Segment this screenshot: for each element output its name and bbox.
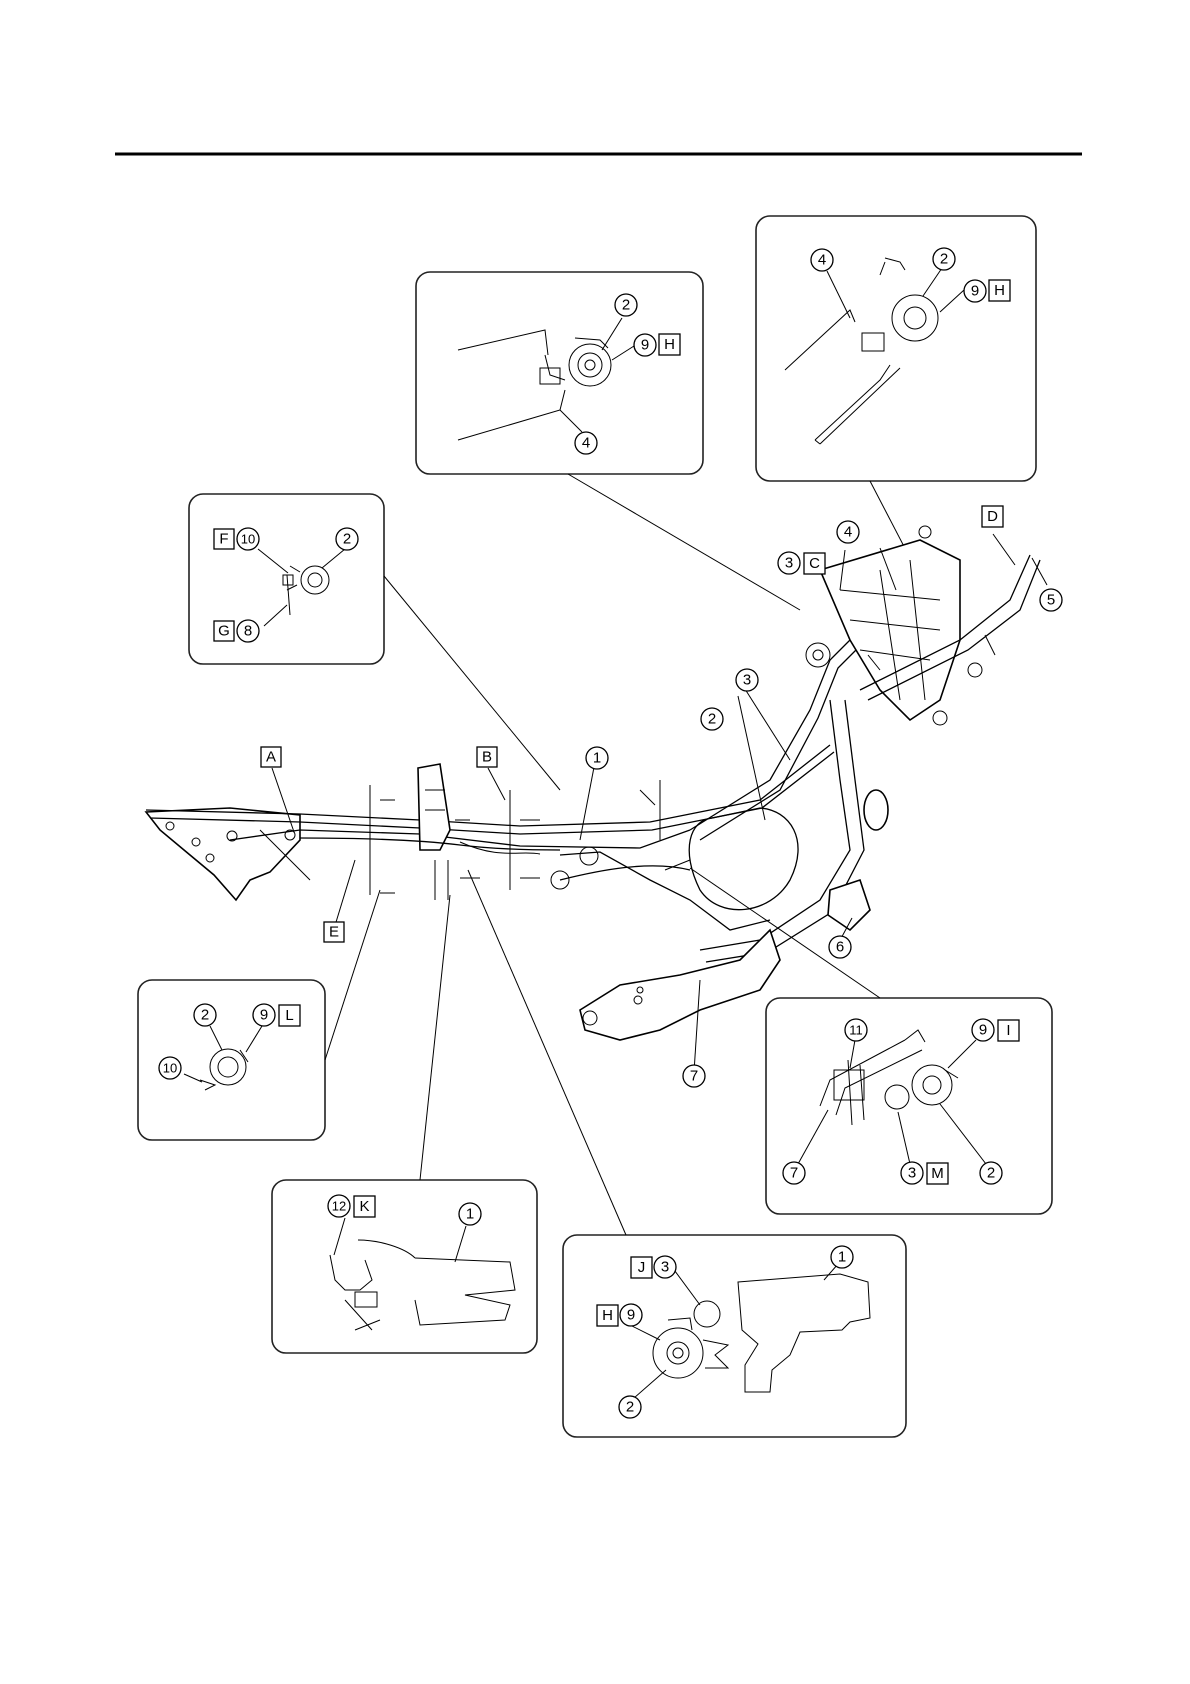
svg-text:I: I [1006, 1022, 1010, 1039]
detail-panel-top-right [756, 216, 1036, 481]
svg-text:4: 4 [844, 524, 852, 541]
label-M: M [927, 1163, 948, 1184]
label-J: J [631, 1257, 652, 1278]
label-F: F [214, 529, 234, 549]
svg-text:3: 3 [785, 555, 793, 572]
svg-text:2: 2 [626, 1399, 634, 1416]
callout-5: 5 [1040, 589, 1062, 611]
callout-4: 4 [837, 521, 859, 543]
label-G: G [214, 621, 234, 641]
callout-7: 7 [683, 1065, 705, 1087]
callout-9: 9 [253, 1004, 275, 1026]
svg-text:2: 2 [987, 1165, 995, 1182]
callout-3: 3 [654, 1256, 676, 1278]
svg-text:2: 2 [708, 711, 716, 728]
callout-3: 3 [778, 552, 800, 574]
callout-2: 2 [701, 708, 723, 730]
svg-text:7: 7 [790, 1165, 798, 1182]
callout-4: 4 [575, 432, 597, 454]
svg-text:G: G [218, 623, 230, 640]
callout-8: 8 [237, 620, 259, 642]
callout-2: 2 [933, 248, 955, 270]
svg-text:A: A [266, 749, 276, 766]
callout-3: 3 [736, 669, 758, 691]
callout-2: 2 [194, 1004, 216, 1026]
svg-text:H: H [994, 282, 1005, 299]
callout-9: 9 [972, 1019, 994, 1041]
callout-7: 7 [783, 1162, 805, 1184]
svg-text:5: 5 [1047, 592, 1055, 609]
callout-3: 3 [901, 1162, 923, 1184]
svg-text:3: 3 [908, 1165, 916, 1182]
svg-text:10: 10 [163, 1061, 177, 1076]
label-L: L [279, 1005, 300, 1026]
callout-2: 2 [336, 528, 358, 550]
svg-text:J: J [638, 1259, 646, 1276]
label-A: A [261, 747, 281, 767]
svg-text:F: F [219, 531, 228, 548]
label-E: E [324, 922, 344, 942]
svg-text:9: 9 [971, 283, 979, 300]
callout-10: 10 [159, 1057, 181, 1079]
svg-text:2: 2 [343, 531, 351, 548]
svg-text:3: 3 [661, 1259, 669, 1276]
callout-9: 9 [634, 334, 656, 356]
detail-panel-bottom-center [563, 1235, 906, 1437]
svg-text:L: L [285, 1007, 293, 1024]
callout-12: 12 [328, 1195, 350, 1217]
svg-text:9: 9 [627, 1307, 635, 1324]
callout-1: 1 [586, 747, 608, 769]
label-H: H [989, 280, 1010, 301]
label-K: K [354, 1196, 375, 1217]
svg-text:1: 1 [466, 1206, 474, 1223]
callout-6: 6 [829, 936, 851, 958]
svg-text:4: 4 [818, 252, 826, 269]
svg-text:D: D [987, 508, 998, 525]
svg-text:3: 3 [743, 672, 751, 689]
svg-text:B: B [482, 749, 492, 766]
svg-text:8: 8 [244, 623, 252, 640]
svg-text:H: H [602, 1307, 613, 1324]
label-I: I [998, 1020, 1019, 1041]
svg-text:1: 1 [838, 1249, 846, 1266]
svg-text:7: 7 [690, 1068, 698, 1085]
svg-text:M: M [931, 1165, 944, 1182]
callout-1: 1 [831, 1246, 853, 1268]
svg-text:H: H [664, 336, 675, 353]
svg-text:9: 9 [260, 1007, 268, 1024]
svg-text:E: E [329, 924, 339, 941]
svg-text:6: 6 [836, 939, 844, 956]
svg-text:11: 11 [849, 1023, 863, 1038]
svg-text:2: 2 [622, 297, 630, 314]
svg-text:9: 9 [641, 337, 649, 354]
label-H: H [597, 1305, 618, 1326]
svg-text:10: 10 [241, 532, 255, 547]
callout-9: 9 [964, 280, 986, 302]
label-B: B [477, 747, 497, 767]
callout-4: 4 [811, 249, 833, 271]
label-C: C [804, 553, 825, 574]
svg-text:12: 12 [332, 1199, 346, 1214]
svg-text:C: C [809, 555, 820, 572]
detail-panel-bottom-left [272, 1180, 537, 1353]
callout-9: 9 [620, 1304, 642, 1326]
svg-text:1: 1 [593, 750, 601, 767]
callout-1: 1 [459, 1203, 481, 1225]
callout-2: 2 [980, 1162, 1002, 1184]
callout-10: 10 [237, 528, 259, 550]
callout-2: 2 [615, 294, 637, 316]
callout-2: 2 [619, 1396, 641, 1418]
svg-text:K: K [359, 1198, 369, 1215]
label-D: D [982, 506, 1003, 527]
svg-text:9: 9 [979, 1022, 987, 1039]
svg-text:2: 2 [940, 251, 948, 268]
label-H: H [659, 334, 680, 355]
svg-text:2: 2 [201, 1007, 209, 1024]
svg-text:4: 4 [582, 435, 590, 452]
callout-11: 11 [845, 1019, 867, 1041]
